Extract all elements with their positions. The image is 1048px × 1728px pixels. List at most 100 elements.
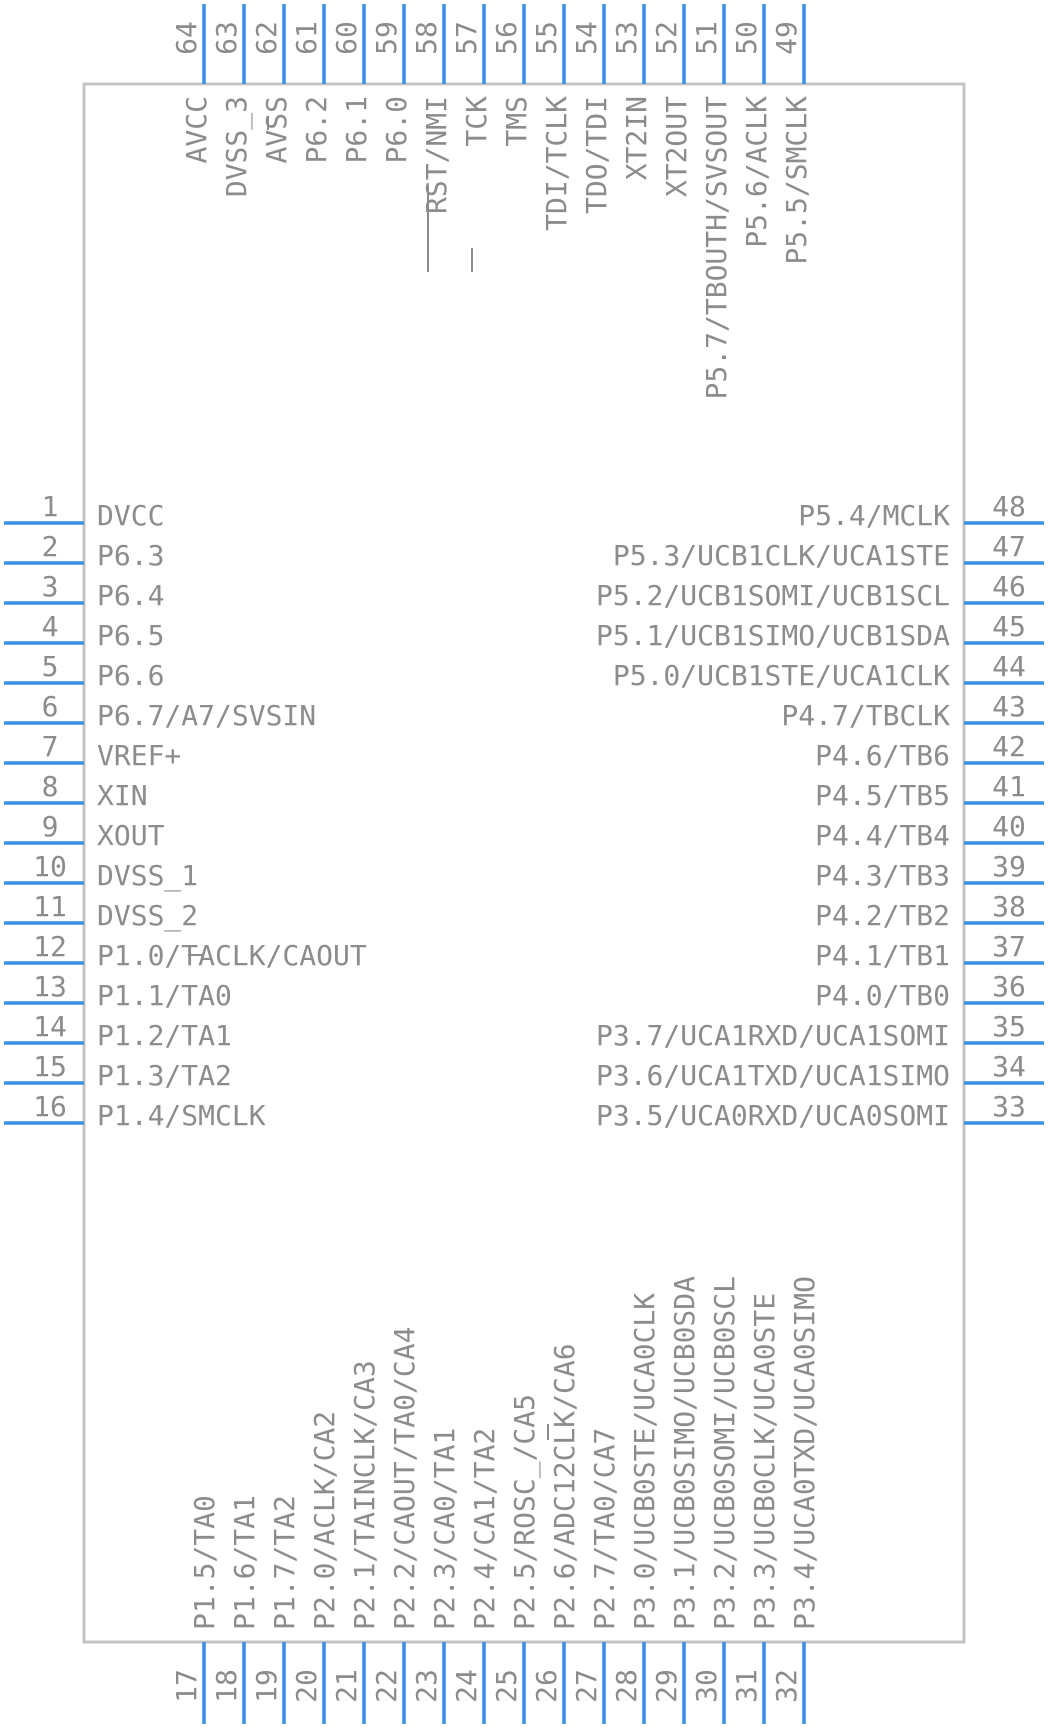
pin-label-55: TDI/TCLK — [540, 96, 573, 231]
pin-label-6: P6.7/A7/SVSIN — [97, 699, 316, 732]
pin-label-45: P5.1/UCB1SIMO/UCB1SDA — [596, 619, 950, 652]
pin-label-43: P4.7/TBCLK — [781, 699, 950, 732]
pin-number-47: 47 — [992, 530, 1026, 563]
pin-label-1: DVCC — [97, 499, 164, 532]
pin-number-54: 54 — [570, 21, 603, 55]
pin-label-17: P1.5/TA0 — [188, 1495, 221, 1630]
pin-label-42: P4.6/TB6 — [815, 739, 950, 772]
pin-number-22: 22 — [370, 1669, 403, 1703]
pin-number-50: 50 — [730, 21, 763, 55]
pin-label-39: P4.3/TB3 — [815, 859, 950, 892]
overbars-layer — [188, 117, 549, 1440]
pin-label-15: P1.3/TA2 — [97, 1059, 232, 1092]
pin-label-52: XT2OUT — [660, 96, 693, 197]
pin-label-53: XT2IN — [620, 96, 653, 180]
pin-label-59: P6.0 — [380, 96, 413, 163]
pin-label-32: P3.4/UCA0TXD/UCA0SIMO — [788, 1276, 821, 1630]
pin-label-62: AVSS — [260, 96, 293, 163]
pin-number-20: 20 — [290, 1669, 323, 1703]
pin-number-61: 61 — [290, 21, 323, 55]
pin-label-10: DVSS_1 — [97, 859, 198, 893]
pin-number-38: 38 — [992, 890, 1026, 923]
pin-label-51: P5.7/TBOUTH/SVSOUT — [700, 96, 733, 400]
pin-number-25: 25 — [490, 1669, 523, 1703]
pin-label-13: P1.1/TA0 — [97, 979, 232, 1012]
pin-number-28: 28 — [610, 1669, 643, 1703]
pin-number-9: 9 — [42, 810, 59, 843]
pin-label-23: P2.3/CA0/TA1 — [428, 1428, 461, 1630]
pin-number-34: 34 — [992, 1050, 1026, 1083]
pin-label-64: AVCC — [180, 96, 213, 163]
pin-label-47: P5.3/UCB1CLK/UCA1STE — [613, 539, 950, 572]
pin-label-29: P3.1/UCB0SIMO/UCB0SDA — [668, 1276, 701, 1630]
pin-number-53: 53 — [610, 21, 643, 55]
pin-label-41: P4.5/TB5 — [815, 779, 950, 812]
pin-number-17: 17 — [170, 1669, 203, 1703]
pin-number-51: 51 — [690, 21, 723, 55]
pin-number-33: 33 — [992, 1090, 1026, 1123]
pin-number-21: 21 — [330, 1669, 363, 1703]
pin-number-39: 39 — [992, 850, 1026, 883]
pin-number-62: 62 — [250, 21, 283, 55]
pin-label-26: P2.6/ADC12CLK/CA6 — [548, 1343, 581, 1630]
pin-label-63: DVSS_3 — [220, 96, 254, 197]
pin-label-5: P6.6 — [97, 659, 164, 692]
pin-label-54: TDO/TDI — [580, 96, 613, 214]
pin-label-46: P5.2/UCB1SOMI/UCB1SCL — [596, 579, 950, 612]
pin-number-29: 29 — [650, 1669, 683, 1703]
pin-label-16: P1.4/SMCLK — [97, 1099, 266, 1132]
pin-number-4: 4 — [42, 610, 59, 643]
pin-label-12: P1.0/TACLK/CAOUT — [97, 939, 367, 972]
pin-number-16: 16 — [33, 1090, 67, 1123]
pin-label-24: P2.4/CA1/TA2 — [468, 1428, 501, 1630]
pin-label-2: P6.3 — [97, 539, 164, 572]
chip-body — [82, 82, 966, 1644]
pin-label-33: P3.5/UCA0RXD/UCA0SOMI — [596, 1099, 950, 1132]
pin-number-57: 57 — [450, 21, 483, 55]
pin-label-30: P3.2/UCB0SOMI/UCB0SCL — [708, 1276, 741, 1630]
pin-label-18: P1.6/TA1 — [228, 1495, 261, 1630]
pin-number-59: 59 — [370, 21, 403, 55]
pin-label-60: P6.1 — [340, 96, 373, 163]
pin-number-40: 40 — [992, 810, 1026, 843]
pin-label-50: P5.6/ACLK — [740, 96, 773, 248]
pin-number-46: 46 — [992, 570, 1026, 603]
pin-number-63: 63 — [210, 21, 243, 55]
pin-label-27: P2.7/TA0/CA7 — [588, 1428, 621, 1630]
pin-number-26: 26 — [530, 1669, 563, 1703]
pin-number-2: 2 — [42, 530, 59, 563]
pin-label-48: P5.4/MCLK — [798, 499, 950, 532]
pin-number-58: 58 — [410, 21, 443, 55]
pin-number-52: 52 — [650, 21, 683, 55]
pin-number-35: 35 — [992, 1010, 1026, 1043]
pin-number-27: 27 — [570, 1669, 603, 1703]
pin-label-40: P4.4/TB4 — [815, 819, 950, 852]
pin-number-12: 12 — [33, 930, 67, 963]
pin-number-60: 60 — [330, 21, 363, 55]
pin-label-35: P3.7/UCA1RXD/UCA1SOMI — [596, 1019, 950, 1052]
pin-label-20: P2.0/ACLK/CA2 — [308, 1411, 341, 1630]
pin-label-37: P4.1/TB1 — [815, 939, 950, 972]
pin-number-48: 48 — [992, 490, 1026, 523]
pin-label-34: P3.6/UCA1TXD/UCA1SIMO — [596, 1059, 950, 1092]
pin-label-31: P3.3/UCB0CLK/UCA0STE — [748, 1293, 781, 1630]
pin-number-18: 18 — [210, 1669, 243, 1703]
pin-label-11: DVSS_2 — [97, 899, 198, 933]
pin-number-31: 31 — [730, 1669, 763, 1703]
pin-number-1: 1 — [42, 490, 59, 523]
pin-number-7: 7 — [42, 730, 59, 763]
pin-number-13: 13 — [33, 970, 67, 1003]
pin-label-28: P3.0/UCB0STE/UCA0CLK — [628, 1293, 661, 1630]
pin-label-38: P4.2/TB2 — [815, 899, 950, 932]
pin-number-36: 36 — [992, 970, 1026, 1003]
pin-label-36: P4.0/TB0 — [815, 979, 950, 1012]
pin-number-43: 43 — [992, 690, 1026, 723]
pin-label-3: P6.4 — [97, 579, 164, 612]
pin-number-3: 3 — [42, 570, 59, 603]
pin-number-24: 24 — [450, 1669, 483, 1703]
pin-number-14: 14 — [33, 1010, 67, 1043]
pin-number-32: 32 — [770, 1669, 803, 1703]
